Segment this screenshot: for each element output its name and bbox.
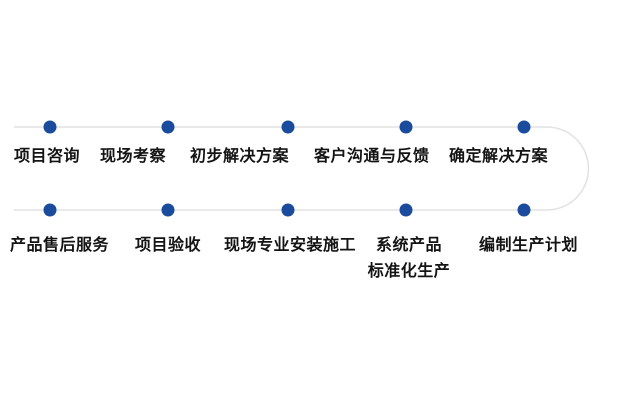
- flow-node-dot: [161, 203, 175, 217]
- flow-node-dot: [281, 203, 295, 217]
- flow-step-label-initial-solution: 初步解决方案: [190, 146, 290, 165]
- flow-node-dot: [399, 203, 413, 217]
- flow-step-label-project-acceptance: 项目验收: [135, 235, 202, 254]
- flow-step-label-standard-production-line1: 系统产品: [375, 235, 442, 254]
- flow-path: [14, 126, 590, 211]
- flow-step-label-aftersales-service: 产品售后服务: [10, 235, 110, 254]
- flow-node-dot: [281, 120, 295, 134]
- flow-step-label-onsite-install: 现场专业安装施工: [224, 235, 357, 254]
- flow-step-label-project-consult: 项目咨询: [14, 146, 81, 165]
- flow-node-dot: [43, 120, 57, 134]
- flow-step-label-standard-production-line2: 标准化生产: [367, 261, 451, 280]
- flow-step-label-client-feedback: 客户沟通与反馈: [314, 146, 430, 165]
- flow-step-label-production-plan: 编制生产计划: [479, 235, 579, 254]
- flow-node-dot: [517, 120, 531, 134]
- flow-node-dot: [161, 120, 175, 134]
- flow-node-dot: [43, 203, 57, 217]
- flow-node-dot: [399, 120, 413, 134]
- flow-step-label-standard-production: 系统产品 标准化生产: [366, 232, 452, 284]
- flow-step-label-confirm-solution: 确定解决方案: [449, 146, 549, 165]
- flow-step-label-site-survey: 现场考察: [100, 146, 167, 165]
- flow-node-dot: [517, 203, 531, 217]
